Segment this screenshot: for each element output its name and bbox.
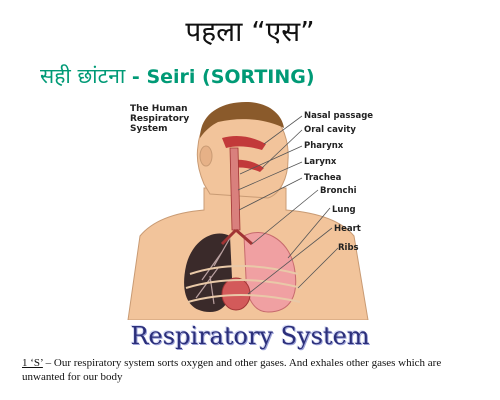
right-lung [184, 233, 232, 312]
label-pharynx: Pharynx [304, 141, 344, 151]
nasal-passage [222, 136, 266, 150]
respiratory-system-illustration [127, 102, 369, 320]
label-larynx: Larynx [304, 157, 337, 167]
figure-title: The Human Respiratory System [130, 104, 220, 134]
ear [199, 145, 213, 167]
label-pointer-lines [237, 115, 339, 295]
note-tag: 1 ‘S’ [22, 357, 43, 369]
trachea [229, 147, 241, 231]
figure-title-line-2: Respiratory [130, 114, 190, 124]
heart [221, 277, 251, 311]
hair [200, 102, 284, 138]
label-bronchi: Bronchi [320, 186, 357, 196]
slide-subtitle: सही छांटना - Seiri (SORTING) [40, 62, 315, 90]
label-heart: Heart [334, 224, 361, 234]
bronchi [220, 228, 253, 246]
subtitle-separator: - [125, 66, 147, 88]
figure-title-line-1: The Human [130, 104, 188, 114]
slide-title: पहला “एस” [185, 15, 315, 48]
note-text: – Our respiratory system sorts oxygen an… [22, 357, 442, 383]
figure-title-line-3: System [130, 124, 168, 134]
label-nasal-passage: Nasal passage [304, 111, 374, 121]
ribs [185, 265, 303, 303]
subtitle-hindi: सही छांटना [40, 64, 126, 88]
label-lung: Lung [332, 205, 356, 215]
label-ribs: Ribs [338, 243, 359, 253]
label-oral-cavity: Oral cavity [304, 125, 356, 135]
right-lung-bronchioles [195, 237, 231, 305]
subtitle-english: Seiri (SORTING) [146, 66, 315, 88]
explanation-note: 1 ‘S’ – Our respiratory system sorts oxy… [22, 356, 482, 384]
label-trachea: Trachea [304, 173, 342, 183]
figure-caption: Respiratory System [130, 322, 370, 350]
